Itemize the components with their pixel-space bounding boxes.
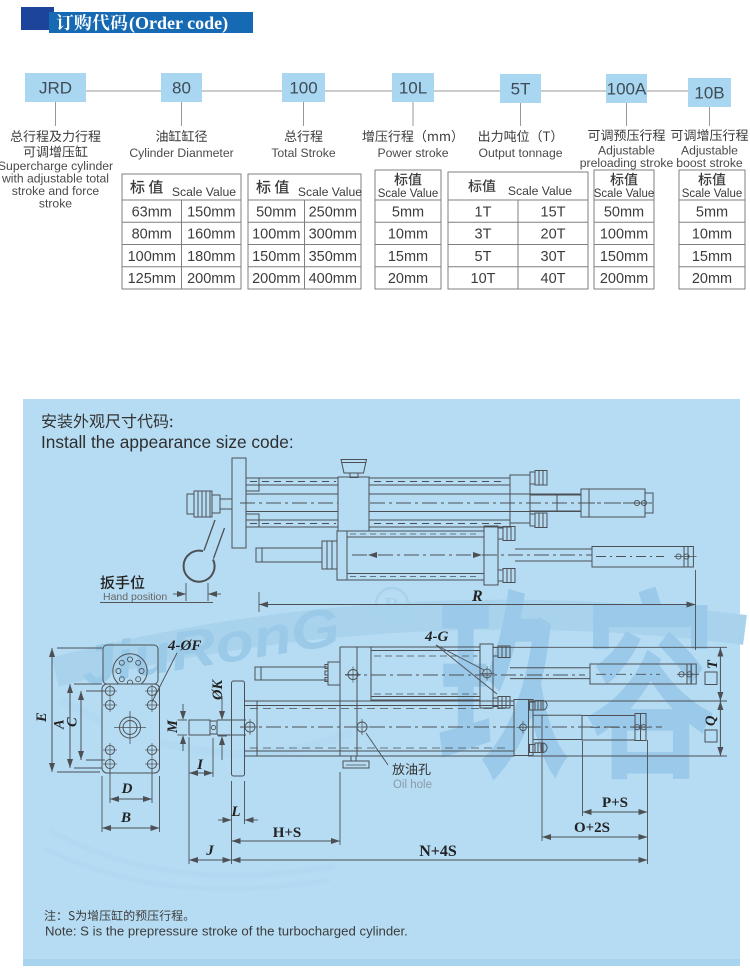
svg-text:250mm: 250mm: [309, 204, 357, 220]
svg-text:B: B: [120, 810, 131, 826]
svg-text:30T: 30T: [541, 249, 566, 265]
svg-text:200mm: 200mm: [187, 271, 235, 287]
svg-text:Output tonnage: Output tonnage: [478, 146, 562, 160]
svg-text:5mm: 5mm: [696, 204, 728, 220]
svg-text:M: M: [165, 719, 181, 734]
svg-text:Adjustable: Adjustable: [598, 144, 655, 158]
svg-text:300mm: 300mm: [309, 227, 357, 243]
svg-text:50mm: 50mm: [604, 204, 644, 220]
svg-text:Power stroke: Power stroke: [377, 146, 448, 160]
svg-text:Note: S is the prepressure str: Note: S is the prepressure stroke of the…: [45, 924, 408, 939]
svg-text:E: E: [34, 712, 50, 723]
svg-text:Scale Value: Scale Value: [172, 185, 236, 199]
svg-text:350mm: 350mm: [309, 249, 357, 265]
svg-text:H+S: H+S: [273, 825, 302, 841]
svg-text:stroke and force: stroke and force: [12, 184, 100, 198]
svg-text:15mm: 15mm: [388, 249, 428, 265]
svg-text:N+4S: N+4S: [419, 843, 457, 860]
svg-text:Q: Q: [703, 715, 719, 726]
svg-text:160mm: 160mm: [187, 227, 235, 243]
svg-text:Scale Value: Scale Value: [682, 188, 743, 200]
svg-text:T: T: [705, 659, 721, 669]
svg-text:100mm: 100mm: [252, 227, 300, 243]
svg-text:R: R: [471, 588, 483, 605]
svg-text:Hand position: Hand position: [103, 591, 167, 603]
svg-text:Install the appearance size co: Install the appearance size code:: [41, 432, 294, 452]
svg-text:180mm: 180mm: [187, 249, 235, 265]
svg-text:5T: 5T: [475, 249, 492, 265]
svg-text:Oil hole: Oil hole: [393, 779, 432, 791]
svg-text:Scale Value: Scale Value: [508, 184, 572, 198]
svg-text:O+2S: O+2S: [574, 820, 610, 836]
svg-text:D: D: [121, 781, 133, 797]
svg-text:Scale Value: Scale Value: [378, 188, 439, 200]
svg-text:20mm: 20mm: [388, 271, 428, 287]
svg-text:ØK: ØK: [210, 679, 226, 701]
svg-text:1T: 1T: [475, 204, 492, 220]
svg-text:400mm: 400mm: [309, 271, 357, 287]
svg-text:10T: 10T: [471, 271, 496, 287]
svg-text:3T: 3T: [475, 227, 492, 243]
svg-text:10mm: 10mm: [692, 227, 732, 243]
svg-text:15T: 15T: [541, 204, 566, 220]
svg-text:JRD: JRD: [39, 79, 72, 98]
svg-text:C: C: [65, 717, 81, 727]
svg-text:40T: 40T: [541, 271, 566, 287]
svg-text:50mm: 50mm: [256, 204, 296, 220]
svg-text:4-G: 4-G: [424, 629, 448, 645]
svg-text:Scale Value: Scale Value: [298, 185, 362, 199]
svg-text:15mm: 15mm: [692, 249, 732, 265]
svg-text:P+S: P+S: [602, 795, 628, 811]
svg-text:5T: 5T: [511, 80, 531, 99]
svg-text:Adjustable: Adjustable: [681, 144, 738, 158]
svg-text:20T: 20T: [541, 227, 566, 243]
svg-text:L: L: [230, 804, 240, 820]
svg-text:10L: 10L: [399, 79, 427, 98]
svg-text:100A: 100A: [607, 80, 647, 99]
svg-text:100mm: 100mm: [128, 249, 176, 265]
svg-text:150mm: 150mm: [187, 204, 235, 220]
svg-text:80: 80: [172, 79, 191, 98]
svg-text:100mm: 100mm: [600, 227, 648, 243]
svg-text:preloading stroke: preloading stroke: [580, 156, 674, 170]
svg-text:(Order code): (Order code): [129, 13, 228, 34]
svg-text:20mm: 20mm: [692, 271, 732, 287]
svg-text:stroke: stroke: [39, 197, 72, 211]
svg-text:I: I: [196, 757, 204, 773]
svg-text:10mm: 10mm: [388, 227, 428, 243]
svg-text:125mm: 125mm: [128, 271, 176, 287]
svg-text:150mm: 150mm: [252, 249, 300, 265]
svg-text:10B: 10B: [694, 84, 724, 103]
svg-text:boost stroke: boost stroke: [676, 156, 743, 170]
svg-text:200mm: 200mm: [600, 271, 648, 287]
svg-text:A: A: [52, 719, 68, 730]
svg-text:80mm: 80mm: [132, 227, 172, 243]
svg-text:150mm: 150mm: [600, 249, 648, 265]
svg-text:Scale Value: Scale Value: [594, 188, 655, 200]
svg-text:5mm: 5mm: [392, 204, 424, 220]
svg-text:100: 100: [289, 79, 317, 98]
svg-text:J: J: [205, 843, 214, 859]
svg-text:with adjustable total: with adjustable total: [1, 172, 109, 186]
svg-text:Total Stroke: Total Stroke: [271, 146, 336, 160]
svg-text:Cylinder Dianmeter: Cylinder Dianmeter: [129, 146, 233, 160]
svg-text:4-ØF: 4-ØF: [167, 638, 201, 654]
svg-text:Supercharge cylinder: Supercharge cylinder: [0, 159, 113, 173]
svg-text:200mm: 200mm: [252, 271, 300, 287]
svg-text:63mm: 63mm: [132, 204, 172, 220]
